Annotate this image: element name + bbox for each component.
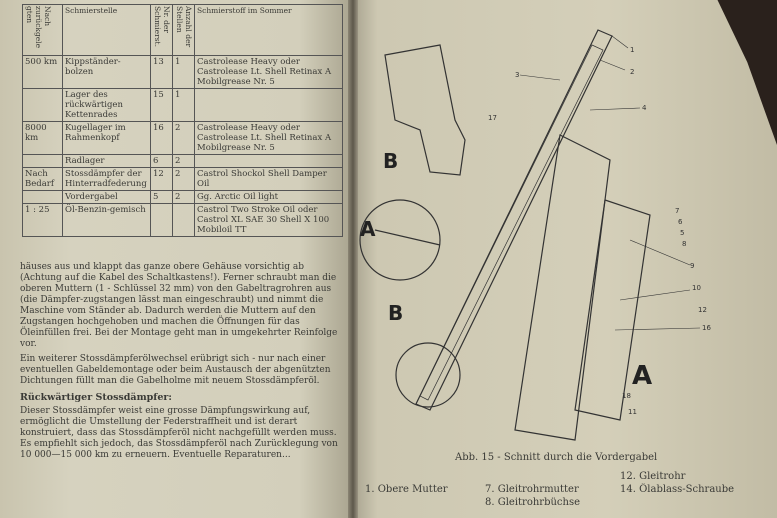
book-gutter	[348, 0, 358, 518]
cell-point: Kugellager im Rahmenkopf	[62, 121, 151, 155]
part-number: 10	[692, 284, 701, 292]
legend-item: 1. Obere Mutter	[365, 484, 448, 495]
detail-circle-a	[359, 199, 441, 281]
leader-line	[589, 107, 641, 111]
leader-line	[519, 74, 561, 81]
cell-lubricant: Castrolease Heavy oder Castrolease Lt. S…	[194, 55, 343, 89]
paragraph: Dieser Stossdämpfer weist eine grosse Dä…	[20, 406, 338, 460]
fork-tube-upper	[415, 29, 613, 411]
legend-item: 8. Gleitrohrbüchse	[485, 497, 580, 508]
legend-item: 12. Gleitrohr	[620, 471, 686, 482]
left-page: Nach zurückgelegten Schmierstelle Nr. de…	[0, 0, 352, 518]
part-number: 6	[678, 218, 683, 226]
right-page	[352, 0, 777, 518]
legend-item: 7. Gleitrohrmutter	[485, 484, 579, 495]
label-b-top: B	[383, 149, 399, 173]
table-header: Nach zurückgelegten Schmierstelle Nr. de…	[22, 4, 343, 56]
cell-interval: 500 km	[22, 55, 63, 89]
leader-line	[374, 229, 441, 246]
part-number: 17	[488, 114, 497, 122]
header-point: Schmierstelle	[62, 4, 151, 56]
cell-lubricant: Castrol Two Stroke Oil oder Castrol XL S…	[194, 203, 343, 237]
header-interval: Nach zurückgelegten	[22, 4, 63, 56]
legend-item: 14. Ölablass-Schraube	[620, 484, 735, 495]
lubrication-table: Nach zurückgelegten Schmierstelle Nr. de…	[22, 4, 343, 237]
section-heading: Rückwärtiger Stossdämpfer:	[20, 392, 172, 403]
part-number: 3	[515, 71, 519, 79]
fork-tube-inner	[419, 44, 604, 401]
part-number: 7	[675, 207, 679, 215]
label-a-right: A	[632, 361, 653, 391]
leader-line	[629, 239, 691, 266]
part-number: 16	[702, 324, 711, 332]
cell-lubricant: Castrolease Heavy oder Castrolease Lt. S…	[194, 121, 343, 155]
part-number: 12	[698, 306, 707, 314]
leader-line	[599, 59, 626, 71]
part-number: 9	[690, 262, 694, 270]
cell-lubricant: Castrol Shockol Shell Damper Oil	[194, 167, 343, 191]
cell-point: Stossdämpfer der Hinterradfederung	[62, 167, 151, 191]
part-number: 1	[630, 46, 634, 54]
part-number: 11	[628, 408, 637, 416]
cell-point: Lager des rückwärtigen Kettenrades	[62, 88, 151, 122]
cell-interval: 1 : 25	[22, 203, 63, 237]
part-number: 5	[680, 229, 684, 237]
fork-leg-lower	[514, 134, 611, 441]
leader-line	[614, 327, 701, 331]
part-number: 4	[642, 104, 647, 112]
header-count-text: Anzahl der Stellen	[175, 6, 193, 48]
paragraph: Ein weiterer Stossdämpferölwechsel erübr…	[20, 354, 331, 386]
leader-line	[619, 289, 691, 301]
label-b-lower: B	[388, 301, 404, 325]
part-number: 18	[622, 392, 631, 400]
paragraph: häuses aus und klappt das ganze obere Ge…	[20, 262, 338, 349]
figure-caption: Abb. 15 - Schnitt durch die Vordergabel	[455, 452, 658, 463]
part-number: 8	[682, 240, 686, 248]
body-text: häuses aus und klappt das ganze obere Ge…	[20, 262, 342, 465]
header-interval-text: Nach zurückgelegten	[25, 6, 52, 49]
leader-line	[611, 35, 629, 49]
header-nr-text: Nr. der Schmierst.	[153, 6, 171, 47]
section-b-part	[384, 44, 466, 176]
detail-circle-b	[395, 342, 461, 408]
fork-leg-detail	[574, 199, 651, 421]
label-a-left: A	[360, 217, 376, 241]
part-number: 2	[630, 68, 634, 76]
figure-legend: 12. Gleitrohr 1. Obere Mutter 7. Gleitro…	[365, 470, 760, 509]
